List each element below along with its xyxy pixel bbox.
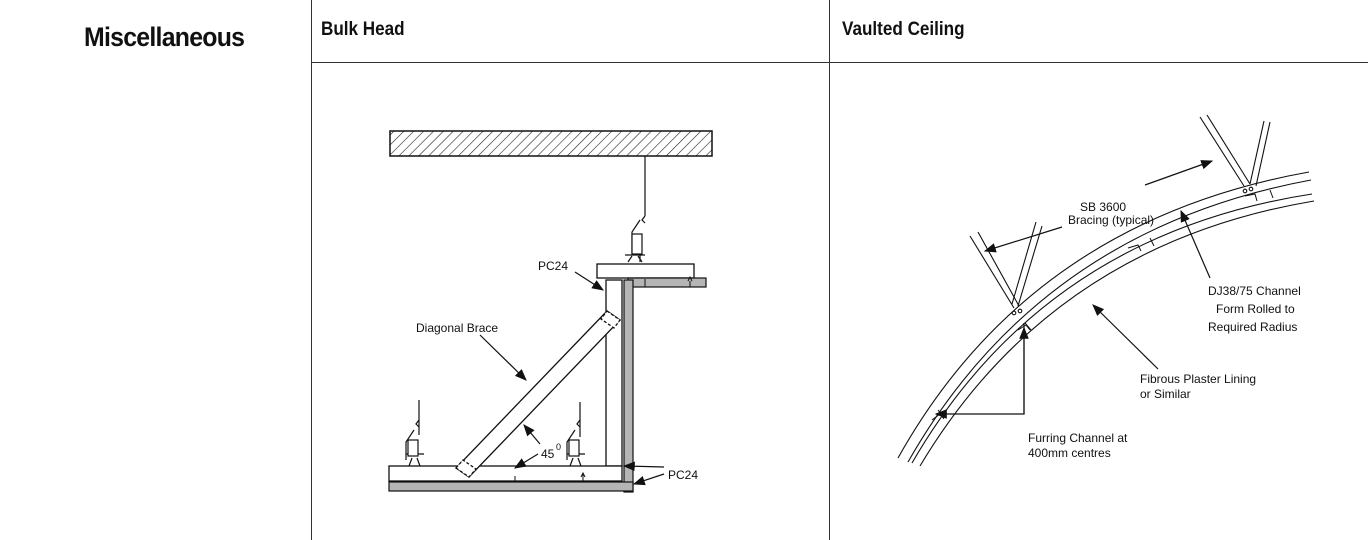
bulkhead-diagram: PC24 Diagonal Brace 45 0 PC24	[388, 130, 713, 493]
column-heading-vaulted-ceiling: Vaulted Ceiling	[842, 19, 965, 40]
middle-hanger	[566, 402, 585, 467]
label-fp-line1: Fibrous Plaster Lining	[1140, 372, 1256, 386]
diagonal-brace-leader	[479, 334, 527, 381]
label-sb-line1: SB 3600	[1080, 200, 1126, 214]
dj-leader	[1180, 209, 1211, 279]
pc24-top-leader	[574, 271, 605, 291]
upper-support-bar	[596, 263, 695, 279]
pc24-bottom-leader-2	[632, 473, 665, 486]
label-fp-line2: or Similar	[1140, 387, 1191, 401]
angle-leader-lower	[513, 453, 539, 469]
column-heading-bulk-head: Bulk Head	[321, 19, 405, 40]
sb-arrow-right	[1144, 160, 1214, 186]
label-sb-line2: Bracing (typical)	[1068, 213, 1154, 227]
upper-hanger	[625, 156, 646, 263]
bracing-right	[1199, 114, 1271, 194]
label-dj-line1: DJ38/75 Channel	[1208, 284, 1301, 298]
bracing-left	[969, 221, 1043, 316]
table-header-divider	[311, 62, 1368, 63]
comparison-table: Bulk Head Vaulted Ceiling	[311, 0, 1368, 540]
left-hanger	[405, 400, 424, 467]
upper-grey-channel	[627, 277, 707, 288]
label-pc24-top: PC24	[538, 259, 568, 273]
label-fc-line2: 400mm centres	[1028, 446, 1111, 460]
label-fc-line1: Furring Channel at	[1028, 431, 1128, 445]
bottom-grey-lining	[388, 481, 634, 492]
fp-leader	[1092, 304, 1159, 370]
diagonal-brace	[455, 310, 621, 478]
table-left-border	[311, 0, 312, 540]
label-diagonal-brace: Diagonal Brace	[416, 321, 498, 335]
label-dj-line2: Form Rolled to	[1216, 302, 1295, 316]
label-dj-line3: Required Radius	[1208, 320, 1297, 334]
angle-leader-upper	[523, 424, 541, 445]
label-angle: 45	[541, 447, 555, 461]
concrete-slab	[389, 130, 713, 157]
section-title: Miscellaneous	[84, 22, 245, 52]
vaulted-ceiling-diagram: SB 3600 Bracing (typical) DJ38/75 Channe…	[897, 114, 1315, 467]
table-column-divider	[829, 0, 830, 540]
label-angle-degree: 0	[556, 442, 561, 452]
sb-arrow-left	[983, 226, 1063, 253]
vertical-grey-lining	[623, 279, 634, 493]
label-pc24-bottom: PC24	[668, 468, 698, 482]
pc24-bottom-leader-1	[622, 461, 665, 472]
curved-channel-lines	[897, 171, 1315, 467]
vertical-stud	[605, 279, 623, 467]
bottom-support-bar	[388, 465, 623, 482]
